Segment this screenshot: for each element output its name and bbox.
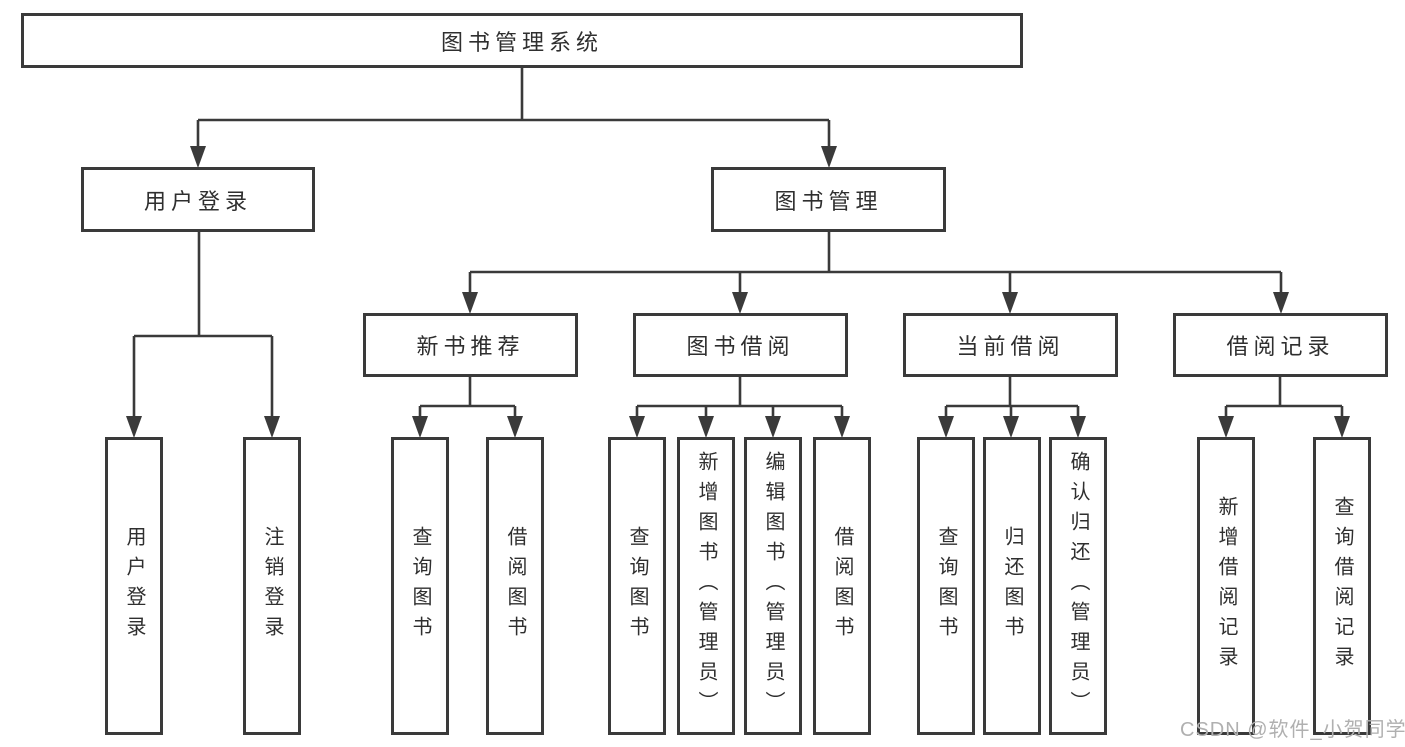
- leaf-borrow-books: 借阅图书: [813, 437, 871, 735]
- node-new-book-recommend: 新书推荐: [363, 313, 578, 377]
- leaf-query-books-recommend: 查询图书: [391, 437, 449, 735]
- leaf-query-books-current: 查询图书: [917, 437, 975, 735]
- leaf-edit-book-admin: 编辑图书（管理员）: [744, 437, 802, 735]
- node-current-borrowing: 当前借阅: [903, 313, 1118, 377]
- leaf-query-books-borrow: 查询图书: [608, 437, 666, 735]
- node-root-library-system: 图书管理系统: [21, 13, 1023, 68]
- leaf-add-book-admin: 新增图书（管理员）: [677, 437, 735, 735]
- leaf-borrow-books-recommend: 借阅图书: [486, 437, 544, 735]
- node-borrowing-records: 借阅记录: [1173, 313, 1388, 377]
- leaf-query-borrow-record: 查询借阅记录: [1313, 437, 1371, 735]
- node-user-login: 用户登录: [81, 167, 315, 232]
- leaf-user-login: 用户登录: [105, 437, 163, 735]
- node-book-management: 图书管理: [711, 167, 946, 232]
- leaf-return-book: 归还图书: [983, 437, 1041, 735]
- leaf-confirm-return-admin: 确认归还（管理员）: [1049, 437, 1107, 735]
- node-book-borrowing: 图书借阅: [633, 313, 848, 377]
- csdn-watermark: CSDN @软件_小贺同学: [1180, 719, 1405, 741]
- leaf-add-borrow-record: 新增借阅记录: [1197, 437, 1255, 735]
- leaf-logout: 注销登录: [243, 437, 301, 735]
